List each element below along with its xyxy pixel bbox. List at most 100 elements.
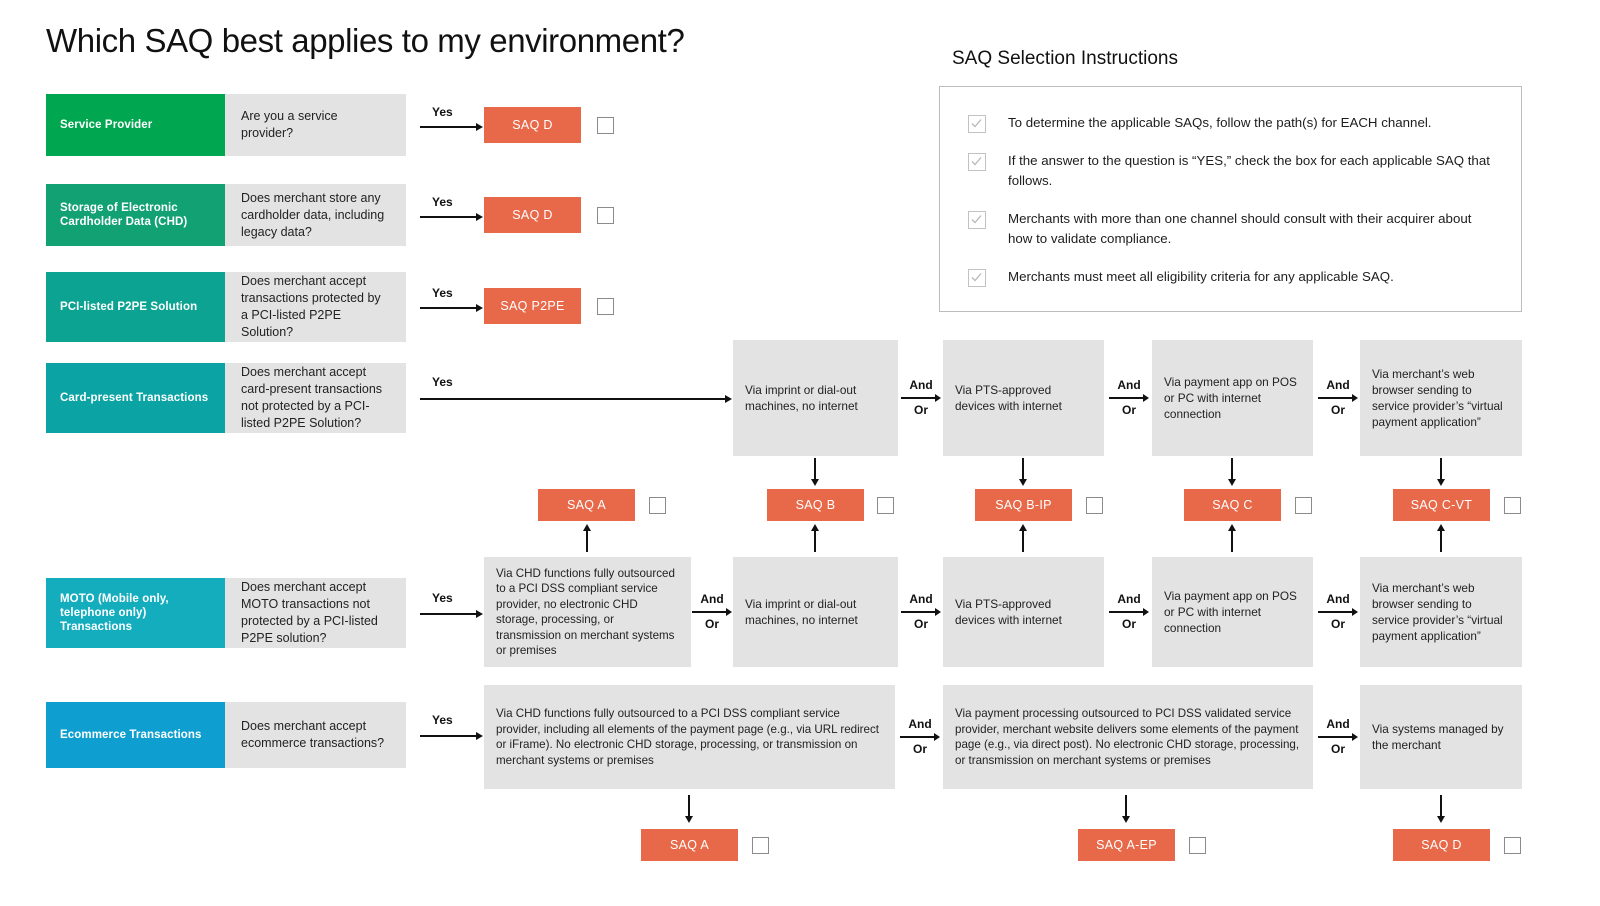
andor-or-label: Or <box>913 617 928 631</box>
instruction-item-3: Merchants with more than one channel sho… <box>968 209 1493 250</box>
page-title: Which SAQ best applies to my environment… <box>46 22 685 59</box>
ecommerce-path-box-3: Via systems managed by the merchant <box>1360 685 1522 789</box>
checkbox-saq-c-vt[interactable] <box>1504 497 1521 514</box>
instruction-item-4: Merchants must meet all eligibility crit… <box>968 267 1493 288</box>
channel-row-ecommerce: Ecommerce Transactions Does merchant acc… <box>46 702 406 768</box>
arrow-right-card-present <box>420 394 732 404</box>
channel-row-chd-storage: Storage of Electronic Cardholder Data (C… <box>46 184 406 246</box>
andor-and-label: And <box>908 717 932 731</box>
checkbox-saq-p2pe[interactable] <box>597 298 614 315</box>
andor-connector-ecom-1: And Or <box>897 707 943 767</box>
instruction-text-1: To determine the applicable SAQs, follow… <box>1008 115 1432 130</box>
instruction-text-3: Merchants with more than one channel sho… <box>1008 210 1472 247</box>
arrow-down-to-saq-a-bottom <box>684 795 694 823</box>
channel-question-chd-storage: Does merchant store any cardholder data,… <box>225 184 406 246</box>
checkbox-saq-c[interactable] <box>1295 497 1312 514</box>
instruction-item-1: To determine the applicable SAQs, follow… <box>968 113 1493 134</box>
andor-or-label: Or <box>1330 617 1345 631</box>
saq-result-chd-storage[interactable]: SAQ D <box>484 197 581 233</box>
checkbox-saq-d-service-provider[interactable] <box>597 117 614 134</box>
channel-label-chd-storage: Storage of Electronic Cardholder Data (C… <box>46 184 225 246</box>
arrow-right-ecommerce <box>420 731 483 741</box>
channel-question-moto: Does merchant accept MOTO transactions n… <box>225 578 406 648</box>
checkbox-saq-d-chd-storage[interactable] <box>597 207 614 224</box>
arrow-down-to-saq-d-bottom <box>1436 795 1446 823</box>
andor-and-label: And <box>1326 592 1350 606</box>
yes-label-chd-storage: Yes <box>432 195 453 209</box>
instruction-text-2: If the answer to the question is “YES,” … <box>1008 152 1490 189</box>
channel-question-ecommerce: Does merchant accept ecommerce transacti… <box>225 702 406 768</box>
card-present-path-box-3: Via payment app on POS or PC with intern… <box>1152 340 1313 456</box>
arrow-down-to-saq-c-vt <box>1436 458 1446 486</box>
channel-row-card-present: Card-present Transactions Does merchant … <box>46 363 406 433</box>
channel-row-service-provider: Service Provider Are you a service provi… <box>46 94 406 156</box>
andor-or-label: Or <box>1330 742 1345 756</box>
andor-and-label: And <box>909 378 933 392</box>
andor-and-label: And <box>700 592 724 606</box>
arrow-right-service-provider <box>420 122 483 132</box>
andor-or-label: Or <box>1121 403 1136 417</box>
arrow-up-to-saq-c-vt <box>1436 524 1446 552</box>
channel-row-p2pe: PCI-listed P2PE Solution Does merchant a… <box>46 272 406 342</box>
andor-or-label: Or <box>1121 617 1136 631</box>
instruction-text-4: Merchants must meet all eligibility crit… <box>1008 268 1394 284</box>
andor-and-label: And <box>909 592 933 606</box>
ecommerce-path-box-1: Via CHD functions fully outsourced to a … <box>484 685 895 789</box>
arrow-right-chd-storage <box>420 212 483 222</box>
arrow-down-to-saq-c <box>1227 458 1237 486</box>
ecommerce-path-box-2: Via payment processing outsourced to PCI… <box>943 685 1313 789</box>
checkbox-saq-a-ep[interactable] <box>1189 837 1206 854</box>
saq-result-service-provider[interactable]: SAQ D <box>484 107 581 143</box>
moto-path-box-5: Via merchant’s web browser sending to se… <box>1360 557 1522 667</box>
andor-and-label: And <box>1117 378 1141 392</box>
checkbox-saq-b[interactable] <box>877 497 894 514</box>
channel-question-service-provider: Are you a service provider? <box>225 94 406 156</box>
channel-row-moto: MOTO (Mobile only, telephone only) Trans… <box>46 578 406 648</box>
saq-result-b[interactable]: SAQ B <box>767 489 864 521</box>
arrow-right-p2pe <box>420 303 483 313</box>
channel-label-card-present: Card-present Transactions <box>46 363 225 433</box>
check-icon[interactable] <box>968 210 986 229</box>
arrow-down-to-saq-a-ep <box>1121 795 1131 823</box>
saq-result-a-bottom[interactable]: SAQ A <box>641 829 738 861</box>
andor-connector-cp-1: And Or <box>898 368 944 428</box>
andor-connector-cp-2: And Or <box>1106 368 1152 428</box>
check-icon[interactable] <box>968 152 986 171</box>
andor-and-label: And <box>1326 378 1350 392</box>
moto-path-box-2: Via imprint or dial-out machines, no int… <box>733 557 898 667</box>
checkbox-saq-a-middle[interactable] <box>649 497 666 514</box>
card-present-path-box-2: Via PTS-approved devices with internet <box>943 340 1104 456</box>
saq-result-p2pe[interactable]: SAQ P2PE <box>484 288 581 324</box>
check-icon[interactable] <box>968 115 986 133</box>
saq-result-c-vt[interactable]: SAQ C-VT <box>1393 489 1490 521</box>
saq-result-a-middle[interactable]: SAQ A <box>538 489 635 521</box>
checkbox-saq-a-bottom[interactable] <box>752 837 769 854</box>
arrow-up-to-saq-a-middle <box>582 524 592 552</box>
yes-label-service-provider: Yes <box>432 105 453 119</box>
andor-connector-ecom-2: And Or <box>1315 707 1361 767</box>
arrow-up-to-saq-c <box>1227 524 1237 552</box>
channel-label-moto: MOTO (Mobile only, telephone only) Trans… <box>46 578 225 648</box>
saq-result-c[interactable]: SAQ C <box>1184 489 1281 521</box>
yes-label-moto: Yes <box>432 591 453 605</box>
arrow-up-to-saq-b <box>810 524 820 552</box>
channel-label-p2pe: PCI-listed P2PE Solution <box>46 272 225 342</box>
saq-result-d-bottom[interactable]: SAQ D <box>1393 829 1490 861</box>
channel-question-card-present: Does merchant accept card-present transa… <box>225 363 406 433</box>
andor-or-label: Or <box>913 403 928 417</box>
check-icon[interactable] <box>968 268 986 287</box>
checkbox-saq-b-ip[interactable] <box>1086 497 1103 514</box>
andor-and-label: And <box>1117 592 1141 606</box>
andor-connector-moto-2: And Or <box>898 582 944 642</box>
arrow-right-moto <box>420 609 483 619</box>
saq-result-b-ip[interactable]: SAQ B-IP <box>975 489 1072 521</box>
arrow-up-to-saq-b-ip <box>1018 524 1028 552</box>
moto-path-box-1: Via CHD functions fully outsourced to a … <box>484 557 691 667</box>
card-present-path-box-4: Via merchant’s web browser sending to se… <box>1360 340 1522 456</box>
checkbox-saq-d-bottom[interactable] <box>1504 837 1521 854</box>
instructions-title: SAQ Selection Instructions <box>952 48 1178 69</box>
instructions-panel: To determine the applicable SAQs, follow… <box>939 86 1522 312</box>
andor-or-label: Or <box>704 617 719 631</box>
saq-result-a-ep[interactable]: SAQ A-EP <box>1078 829 1175 861</box>
arrow-down-to-saq-b-ip <box>1018 458 1028 486</box>
